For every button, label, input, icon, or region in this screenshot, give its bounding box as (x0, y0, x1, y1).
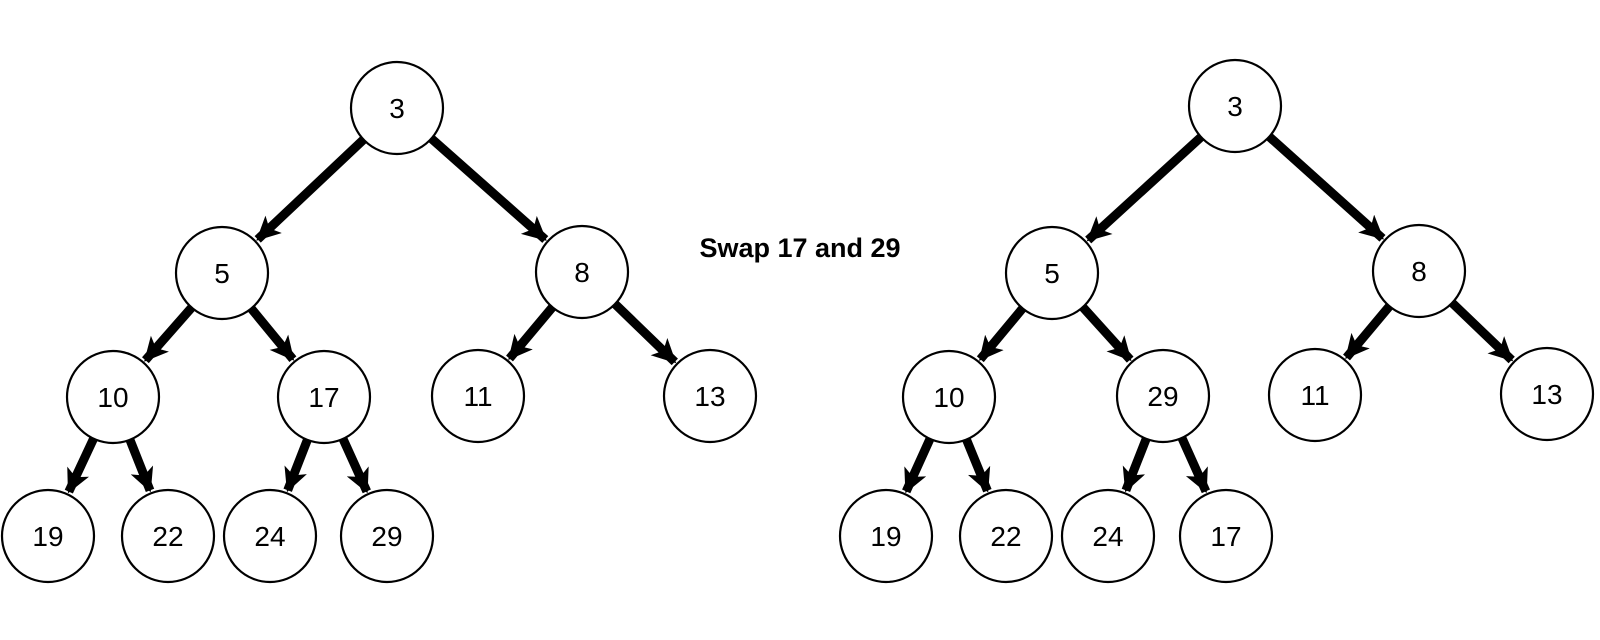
tree-node-after-3: 3 (1187, 58, 1283, 154)
edge-n8-to-n11 (506, 302, 558, 362)
tree-node-before-22: 22 (120, 488, 216, 584)
node-circle (222, 488, 318, 584)
edge-n5-to-n29 (1078, 302, 1134, 363)
tree-node-after-22: 22 (958, 488, 1054, 584)
edge-n3-to-n8 (426, 133, 549, 243)
node-circle (276, 349, 372, 445)
node-circle (120, 488, 216, 584)
node-value: 19 (870, 521, 901, 552)
edge-n3-to-n8 (1264, 132, 1386, 242)
node-value: 24 (1092, 521, 1123, 552)
node-value: 10 (97, 382, 128, 413)
tree-node-before-19: 19 (0, 488, 96, 584)
node-value: 5 (1044, 258, 1060, 289)
tree-node-after-19: 19 (838, 488, 934, 584)
caption: Swap 17 and 29 (699, 233, 900, 263)
node-value: 13 (1531, 379, 1562, 410)
edge-n29-to-n24 (1121, 435, 1152, 493)
tree-node-before-24: 24 (222, 488, 318, 584)
node-value: 22 (152, 521, 183, 552)
node-circle (1004, 225, 1100, 321)
tree-node-after-10: 10 (901, 349, 997, 445)
edge-n8-to-n13 (1447, 298, 1515, 364)
tree-node-before-5: 5 (174, 225, 270, 321)
node-value: 17 (308, 382, 339, 413)
tree-node-after-17: 17 (1178, 488, 1274, 584)
node-circle (1499, 346, 1595, 442)
tree-node-after-29: 29 (1115, 348, 1211, 444)
edge-n10-to-n22 (961, 435, 992, 493)
edge-n8-to-n11 (1343, 301, 1395, 361)
node-circle (1060, 488, 1156, 584)
tree-node-before-17: 17 (276, 349, 372, 445)
tree-node-before-29: 29 (339, 488, 435, 584)
node-value: 13 (694, 381, 725, 412)
node-circle (349, 60, 445, 156)
node-circle (958, 488, 1054, 584)
node-circle (1115, 348, 1211, 444)
edge-n5-to-n10 (976, 303, 1028, 363)
node-circle (339, 488, 435, 584)
tree-node-before-3: 3 (349, 60, 445, 156)
node-value: 3 (389, 93, 405, 124)
node-value: 17 (1210, 521, 1241, 552)
tree-node-before-10: 10 (65, 349, 161, 445)
tree-node-after-11: 11 (1267, 347, 1363, 443)
edge-n8-to-n13 (610, 299, 678, 366)
node-circle (1371, 223, 1467, 319)
edge-n3-to-n5 (254, 134, 369, 243)
edge-n29-to-n17 (1176, 434, 1211, 494)
tree-node-before-11: 11 (430, 348, 526, 444)
edge-n5-to-n10 (142, 303, 197, 364)
node-circle (174, 225, 270, 321)
edge-n3-to-n5 (1085, 132, 1206, 244)
node-circle (901, 349, 997, 445)
node-value: 19 (32, 521, 63, 552)
node-circle (1187, 58, 1283, 154)
tree-node-before-8: 8 (534, 224, 630, 320)
node-value: 29 (1147, 381, 1178, 412)
node-circle (0, 488, 96, 584)
edge-n10-to-n19 (902, 435, 935, 494)
node-value: 24 (254, 521, 285, 552)
node-circle (1178, 488, 1274, 584)
node-value: 3 (1227, 91, 1243, 122)
tree-after: 3 5 8 10 29 11 13 19 22 24 17 (838, 58, 1595, 584)
node-value: 5 (214, 258, 230, 289)
node-value: 8 (1411, 256, 1427, 287)
edge-n17-to-n29 (338, 435, 371, 494)
tree-node-before-13: 13 (662, 348, 758, 444)
node-value: 29 (371, 521, 402, 552)
node-value: 10 (933, 382, 964, 413)
tree-node-after-24: 24 (1060, 488, 1156, 584)
node-value: 11 (463, 381, 492, 412)
tree-before: 3 5 8 10 17 11 13 19 22 24 29 (0, 60, 758, 584)
edge-n10-to-n22 (125, 436, 155, 493)
node-value: 11 (1300, 380, 1329, 411)
node-circle (430, 348, 526, 444)
edge-n10-to-n19 (64, 434, 99, 494)
node-circle (65, 349, 161, 445)
node-circle (838, 488, 934, 584)
edge-n5-to-n17 (246, 304, 297, 363)
node-circle (534, 224, 630, 320)
tree-node-after-8: 8 (1371, 223, 1467, 319)
tree-node-after-13: 13 (1499, 346, 1595, 442)
node-circle (1267, 347, 1363, 443)
node-circle (662, 348, 758, 444)
tree-node-after-5: 5 (1004, 225, 1100, 321)
node-value: 22 (990, 521, 1021, 552)
edge-n17-to-n24 (283, 436, 313, 493)
node-value: 8 (574, 257, 590, 288)
